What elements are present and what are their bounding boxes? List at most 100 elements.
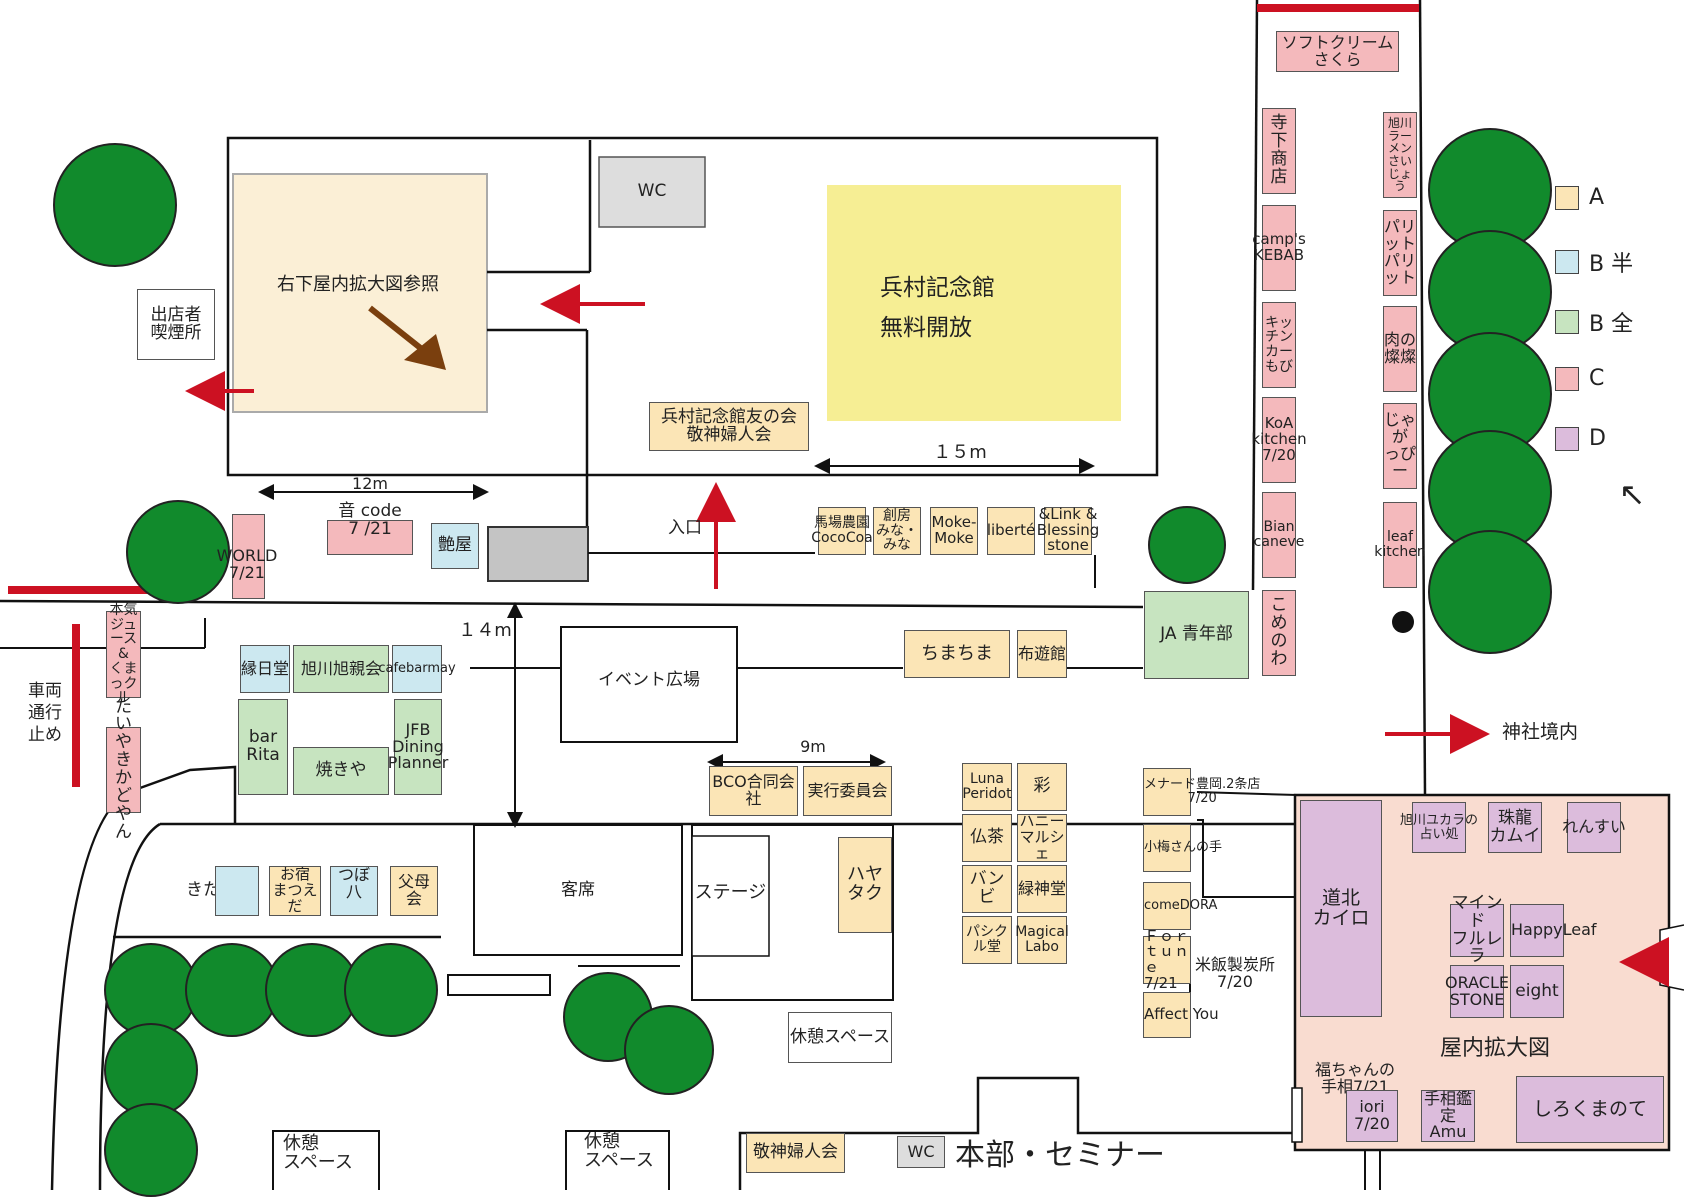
dimension-14m: １４m	[458, 620, 512, 641]
stall-andlink[interactable]: &Link & Blessing stone	[1036, 504, 1100, 555]
chimachima-stall[interactable]: ちまちま	[904, 630, 1010, 678]
stall-kitchencar[interactable]: キッチンカー もび	[1262, 302, 1296, 388]
stall-tesou[interactable]: 手相鑑定 Amu	[1421, 1090, 1475, 1142]
stall-kome-label: 米飯製炭所 7/20	[1194, 955, 1275, 991]
legend-item-c: C	[1555, 366, 1604, 391]
stall-ennichido[interactable]: 縁日堂	[240, 645, 290, 693]
stall-sakura[interactable]: ソフトクリーム さくら	[1276, 31, 1399, 72]
wc-top-label: WC	[637, 181, 667, 201]
dimension-15m: １５m	[933, 442, 987, 463]
stall-shuryu[interactable]: 珠龍 カムイ	[1488, 802, 1542, 853]
stall-shirokuma[interactable]: しろくまのて	[1516, 1076, 1664, 1143]
world-label: WORLD 7/21	[216, 546, 278, 582]
entrance-label: 入口	[668, 518, 702, 538]
stall-butcha[interactable]: 仏茶	[962, 814, 1012, 862]
fuyukan-stall[interactable]: 布遊館	[1017, 630, 1067, 678]
legend-swatch	[1555, 250, 1579, 274]
tsuyaya-stall[interactable]: 艶屋	[431, 523, 479, 569]
tree-icon	[104, 1103, 198, 1197]
hayataku-stall[interactable]: ハヤ タク	[838, 837, 892, 933]
indoor-ref-label: 右下屋内拡大図参照	[277, 274, 439, 295]
stall-banbi[interactable]: バンビ	[962, 865, 1012, 913]
stall-iori[interactable]: iori 7/20	[1346, 1090, 1398, 1142]
world-stall[interactable]	[232, 514, 265, 599]
tree-icon	[126, 500, 230, 604]
legend-swatch	[1555, 426, 1579, 451]
stall-comedora[interactable]: comeDORA	[1143, 882, 1217, 930]
stall-bco[interactable]: BCO合同会社	[709, 766, 798, 816]
tree-icon	[1428, 128, 1552, 252]
keishin-stall[interactable]: 敬神婦人会	[746, 1133, 845, 1173]
stall-honki[interactable]: 本気 ジュース& くまっクル	[106, 603, 141, 706]
stall-aya[interactable]: 彩	[1017, 763, 1067, 811]
stall-tsubohachi[interactable]: つぼ八	[330, 866, 378, 916]
tree-icon	[1428, 530, 1552, 654]
stall-fortune[interactable]: Ｆｏｒｔｕｎｅ 7/21	[1143, 926, 1191, 992]
stall-luna[interactable]: Luna Peridot	[962, 763, 1012, 811]
grey-block	[487, 526, 589, 582]
stall-happyleaf[interactable]: HappyLeaf	[1510, 904, 1597, 957]
stall-jikko[interactable]: 実行委員会	[803, 766, 892, 816]
stall-yakiya[interactable]: 焼きや	[293, 747, 389, 795]
red-barrier-top	[1257, 4, 1419, 12]
brown-arrow-head	[404, 334, 446, 370]
stall-leaf[interactable]: leaf kitchen	[1374, 502, 1426, 588]
event-plaza-box	[560, 626, 738, 743]
stall-magical[interactable]: Magical Labo	[1015, 916, 1069, 964]
stage-inner	[691, 835, 770, 957]
stall-honey[interactable]: ハニー マルシェ	[1017, 814, 1067, 862]
legend-label: B 全	[1589, 312, 1634, 337]
stall-bian[interactable]: Bian caneve	[1254, 492, 1304, 578]
stall-cafebarmay[interactable]: cafebarmay	[378, 645, 456, 693]
stall-koume[interactable]: 小梅さんの手	[1143, 824, 1222, 872]
stall-oracle[interactable]: ORACLE STONE	[1445, 965, 1509, 1018]
honbu-label: 本部・セミナー	[955, 1138, 1165, 1173]
legend-label: C	[1589, 366, 1605, 391]
stall-koa[interactable]: KoA kitchen 7/20	[1251, 397, 1307, 483]
red-barrier-left	[8, 586, 170, 594]
vehicle-label: 車両 通行 止め	[28, 681, 62, 746]
indoor-title: 屋内拡大図	[1439, 1036, 1550, 1061]
legend-swatch	[1555, 310, 1579, 334]
stall-karasu[interactable]: 旭川ユカラの 占い処	[1400, 802, 1478, 853]
stall-komenowa[interactable]: こめ のわ	[1262, 590, 1296, 676]
stall-oyado[interactable]: お宿 まつえだ	[269, 866, 321, 916]
stall-baba[interactable]: 馬場農園 CocoCoa	[811, 507, 873, 555]
stall-eight[interactable]: eight	[1510, 965, 1564, 1018]
stall-terashita[interactable]: 寺下 商店	[1262, 108, 1296, 194]
wc-bottom: WC	[897, 1136, 945, 1168]
tomonokai-stall[interactable]: 兵村記念館友の会 敬神婦人会	[649, 402, 809, 451]
stall-nikuno[interactable]: 肉の 燦燦	[1383, 306, 1417, 392]
stall-affect[interactable]: Affect You	[1143, 992, 1219, 1038]
stall-barrita[interactable]: bar Rita	[238, 699, 288, 795]
tree-icon	[104, 1023, 198, 1117]
stall-menard[interactable]: メナード豊岡.2条店 7/20	[1143, 768, 1260, 816]
stall-camps[interactable]: camp's KEBAB	[1252, 205, 1306, 291]
tree-icon	[344, 943, 438, 1037]
legend-label: A	[1589, 185, 1605, 210]
wc-top-box	[598, 156, 706, 228]
stall-asahikawa-ramen[interactable]: 旭川ラーメン さいじょう	[1383, 112, 1417, 198]
stall-asahikawa-shinkai[interactable]: 旭川旭親会	[293, 645, 389, 693]
stall-liberte[interactable]: liberté	[987, 507, 1035, 555]
stall-taiyaki[interactable]: たいやき かどやん	[106, 698, 141, 840]
stall-fubokai[interactable]: 父母会	[390, 866, 438, 916]
ja-stall[interactable]: JA 青年部	[1144, 591, 1249, 679]
stall-ryokushin[interactable]: 緑神堂	[1017, 865, 1067, 913]
otocode-stall-bg	[327, 520, 413, 555]
stall-dohoku[interactable]: 道北 カイロ	[1300, 800, 1382, 1017]
legend-label: B 半	[1589, 252, 1634, 277]
stall-kitadazaki[interactable]	[215, 866, 259, 916]
legend-item-b-full: B 全	[1555, 306, 1633, 338]
legend-item-d: D	[1555, 426, 1606, 451]
stall-jaga[interactable]: じゃが っぴー	[1383, 403, 1417, 489]
stall-parit[interactable]: パリット パリット	[1383, 210, 1417, 296]
stall-sobo[interactable]: 創房 みな・みな	[873, 507, 921, 555]
rest-space-2: 休憩 スペース	[283, 1133, 353, 1173]
stall-pasikuru[interactable]: パシクル堂	[962, 916, 1012, 964]
stall-mind[interactable]: マインド フルレラ	[1450, 894, 1504, 965]
stall-moke[interactable]: Moke- Moke	[930, 507, 978, 555]
stall-rensui[interactable]: れんすい	[1562, 802, 1626, 853]
stall-jfb[interactable]: JFB Dining Planner	[388, 699, 448, 795]
